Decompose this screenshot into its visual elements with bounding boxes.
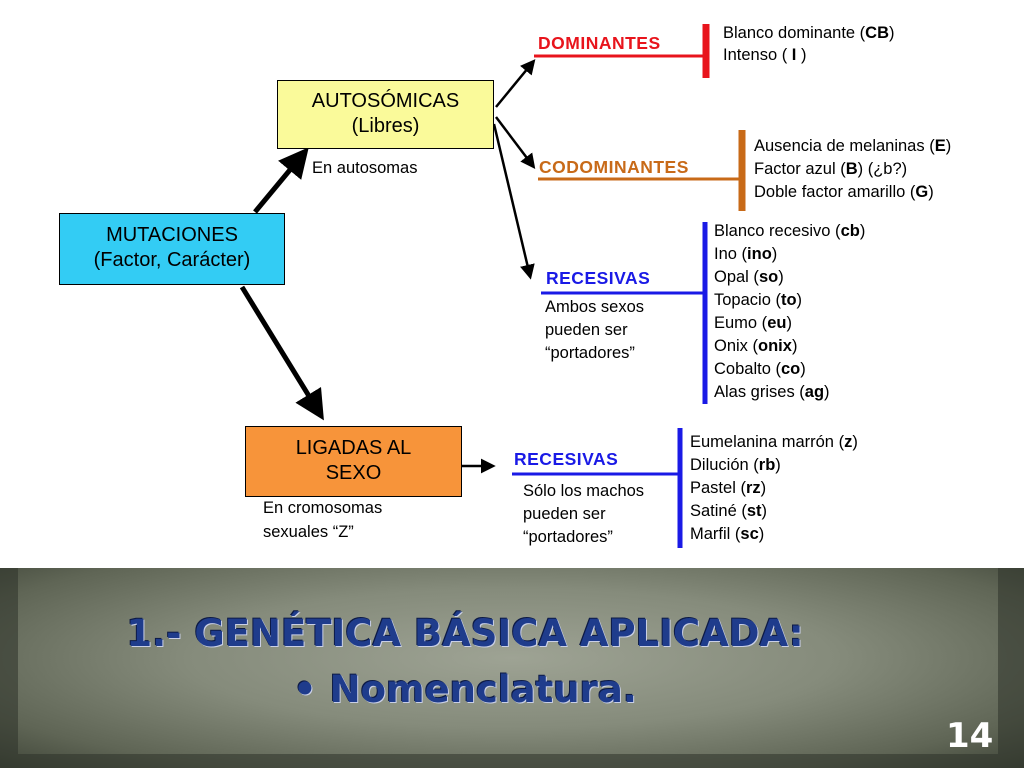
dominantes-label: DOMINANTES — [538, 33, 661, 53]
connector-lines — [239, 24, 746, 548]
recesivas-auto-note-3: “portadores” — [545, 344, 635, 362]
list-item: Blanco recesivo (cb) — [714, 222, 866, 240]
slide-title: 1.- GENÉTICA BÁSICA APLICADA: — [126, 612, 804, 655]
recesivas-auto-note-1: Ambos sexos — [545, 298, 645, 316]
list-item: Factor azul (B) (¿b?) — [754, 160, 908, 178]
list-item: Opal (so) — [714, 268, 784, 286]
autosomicas-subtitle: (Libres) — [351, 115, 420, 137]
autosomicas-title: AUTOSÓMICAS — [311, 90, 460, 112]
list-item: Eumo (eu) — [714, 314, 792, 332]
autosomicas-box: AUTOSÓMICAS (Libres) — [277, 80, 494, 149]
recesivas-sexo-note-2: pueden ser — [523, 505, 606, 523]
ligadas-note-2: sexuales “Z” — [263, 523, 354, 541]
diagram-area: MUTACIONES (Factor, Carácter) AUTOSÓMICA… — [59, 24, 952, 548]
slide-footer-background — [0, 568, 1024, 768]
ligadas-note-1: En cromosomas — [263, 499, 383, 517]
list-item: Pastel (rz) — [690, 479, 767, 497]
list-item: Dilución (rb) — [690, 456, 781, 474]
recesivas-auto-note-2: pueden ser — [545, 321, 628, 339]
list-item: Onix (onix) — [714, 337, 798, 355]
list-item: Satiné (st) — [690, 502, 768, 520]
codominantes-label: CODOMINANTES — [539, 157, 689, 177]
list-item: Intenso ( I ) — [723, 46, 807, 64]
ligadas-subtitle: SEXO — [325, 462, 382, 484]
autosomicas-note: En autosomas — [312, 159, 418, 177]
list-item: Doble factor amarillo (G) — [754, 183, 934, 201]
arrow-auto-codominantes — [495, 116, 536, 169]
recesivas-sexo-label: RECESIVAS — [514, 449, 619, 469]
list-item: Marfil (sc) — [690, 525, 765, 543]
list-item: Blanco dominante (CB) — [723, 24, 895, 42]
recesivas-auto-label: RECESIVAS — [546, 268, 651, 288]
footer-frame — [0, 568, 1024, 768]
recesivas-sexo-note-3: “portadores” — [523, 528, 613, 546]
ligadas-title: LIGADAS AL — [295, 437, 412, 459]
mutaciones-subtitle: (Factor, Carácter) — [93, 249, 251, 271]
page-number: 14 — [946, 716, 994, 756]
list-item: Ino (ino) — [714, 245, 778, 263]
arrow-root-ligadas — [239, 285, 324, 421]
mutaciones-title: MUTACIONES — [106, 224, 238, 246]
slide-subtitle: • Nomenclatura. — [293, 668, 637, 711]
arrow-auto-recesivas — [492, 123, 535, 280]
list-item: Topacio (to) — [714, 291, 803, 309]
list-item: Ausencia de melaninas (E) — [754, 137, 952, 155]
arrow-root-autosomicas — [253, 147, 309, 214]
mutaciones-box: MUTACIONES (Factor, Carácter) — [59, 213, 285, 285]
list-item: Eumelanina marrón (z) — [690, 433, 858, 451]
arrow-auto-dominantes — [495, 59, 536, 108]
ligadas-box: LIGADAS AL SEXO — [245, 426, 462, 497]
list-item: Cobalto (co) — [714, 360, 806, 378]
recesivas-sexo-note-1: Sólo los machos — [523, 482, 645, 500]
list-item: Alas grises (ag) — [714, 383, 830, 401]
